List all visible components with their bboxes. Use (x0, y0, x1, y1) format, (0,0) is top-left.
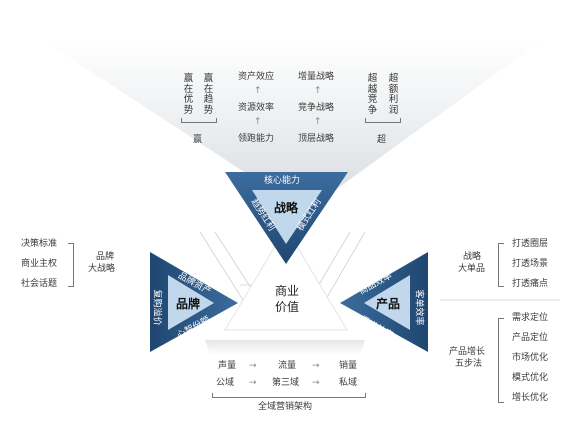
brand-inner (168, 275, 214, 330)
up-arrow-icon: ↑ (254, 86, 262, 96)
center-line-2: 价值 (275, 300, 300, 314)
top-col3-item-3: 顶层战略 (298, 134, 335, 144)
bottom-bracket (212, 393, 366, 398)
top-col1-item-2: 赢在趋势 (203, 73, 214, 116)
strategy-edge-top: 核心能力 (264, 176, 301, 186)
top-col1-bracket (181, 118, 217, 123)
top-col4-item-1: 超越竞争 (367, 73, 378, 116)
bottom-row1-item-1: 声量 (218, 361, 237, 371)
right-bottom-item-2: 产品定位 (512, 333, 549, 343)
right-arrow-icon: → (312, 378, 320, 388)
right-top-item-2: 打透场景 (512, 259, 549, 269)
bottom-row2-item-2: 第三域 (272, 378, 300, 388)
top-col4-label: 超 (377, 135, 387, 145)
left-item-2: 商业主权 (21, 259, 58, 269)
top-col4-bracket (365, 118, 401, 123)
top-col2-item-2: 资源效率 (238, 103, 275, 113)
center-triangle (224, 227, 348, 331)
right-bottom-label-2: 五步法 (455, 359, 483, 369)
bottom-caption: 全域营销架构 (258, 402, 313, 412)
brand-title: 品牌 (176, 297, 201, 311)
right-bottom-item-4: 模式优化 (512, 373, 549, 383)
right-bottom-item-3: 市场优化 (512, 353, 549, 363)
right-arrow-icon: → (312, 361, 320, 371)
right-bottom-item-1: 需求定位 (512, 313, 549, 323)
left-item-1: 决策标准 (21, 239, 58, 249)
right-bottom-label-1: 产品增长 (449, 347, 486, 357)
right-arrow-icon: → (249, 361, 257, 371)
top-col2-item-3: 领跑能力 (238, 134, 275, 144)
product-title: 产品 (376, 297, 401, 311)
center-shadow (205, 340, 365, 355)
right-top-label-1: 战略 (463, 252, 482, 262)
up-arrow-icon: ↑ (254, 117, 262, 127)
product-inner (364, 275, 410, 330)
brand-edge-left: 复购溢价 (151, 289, 162, 326)
strategy-inner (252, 190, 322, 244)
top-col4-item-2: 超额利润 (388, 73, 399, 116)
bottom-row1-item-2: 流量 (278, 361, 297, 371)
left-bracket (68, 243, 74, 287)
bottom-row1-item-3: 销量 (339, 361, 358, 371)
top-col3-item-1: 增量战略 (298, 72, 335, 82)
strategy-title: 战略 (274, 201, 299, 215)
bottom-row2-item-3: 私域 (339, 378, 358, 388)
up-arrow-icon: ↑ (314, 117, 322, 127)
right-top-bracket (498, 243, 504, 287)
right-top-item-1: 打透圈层 (512, 239, 549, 249)
up-arrow-icon: ↑ (314, 86, 322, 96)
left-label-2: 大战略 (88, 264, 116, 274)
right-top-item-3: 打透痛点 (512, 279, 549, 289)
left-item-3: 社会话题 (21, 279, 58, 289)
right-bottom-item-5: 增长优化 (512, 393, 549, 403)
top-col2-item-1: 资产效应 (238, 72, 275, 82)
right-arrow-icon: → (249, 378, 257, 388)
bottom-row2-item-1: 公域 (216, 378, 235, 388)
right-top-label-2: 大单品 (458, 264, 486, 274)
top-col1-item-1: 赢在优势 (183, 73, 194, 116)
product-edge-right: 客单效率 (413, 289, 424, 326)
left-label-1: 品牌 (96, 252, 115, 262)
right-bottom-bracket (498, 318, 504, 403)
top-col1-label: 赢 (193, 135, 203, 145)
center-line-1: 商业 (275, 284, 300, 298)
funnel-background (40, 38, 545, 212)
top-col3-item-2: 竞争战略 (298, 103, 335, 113)
